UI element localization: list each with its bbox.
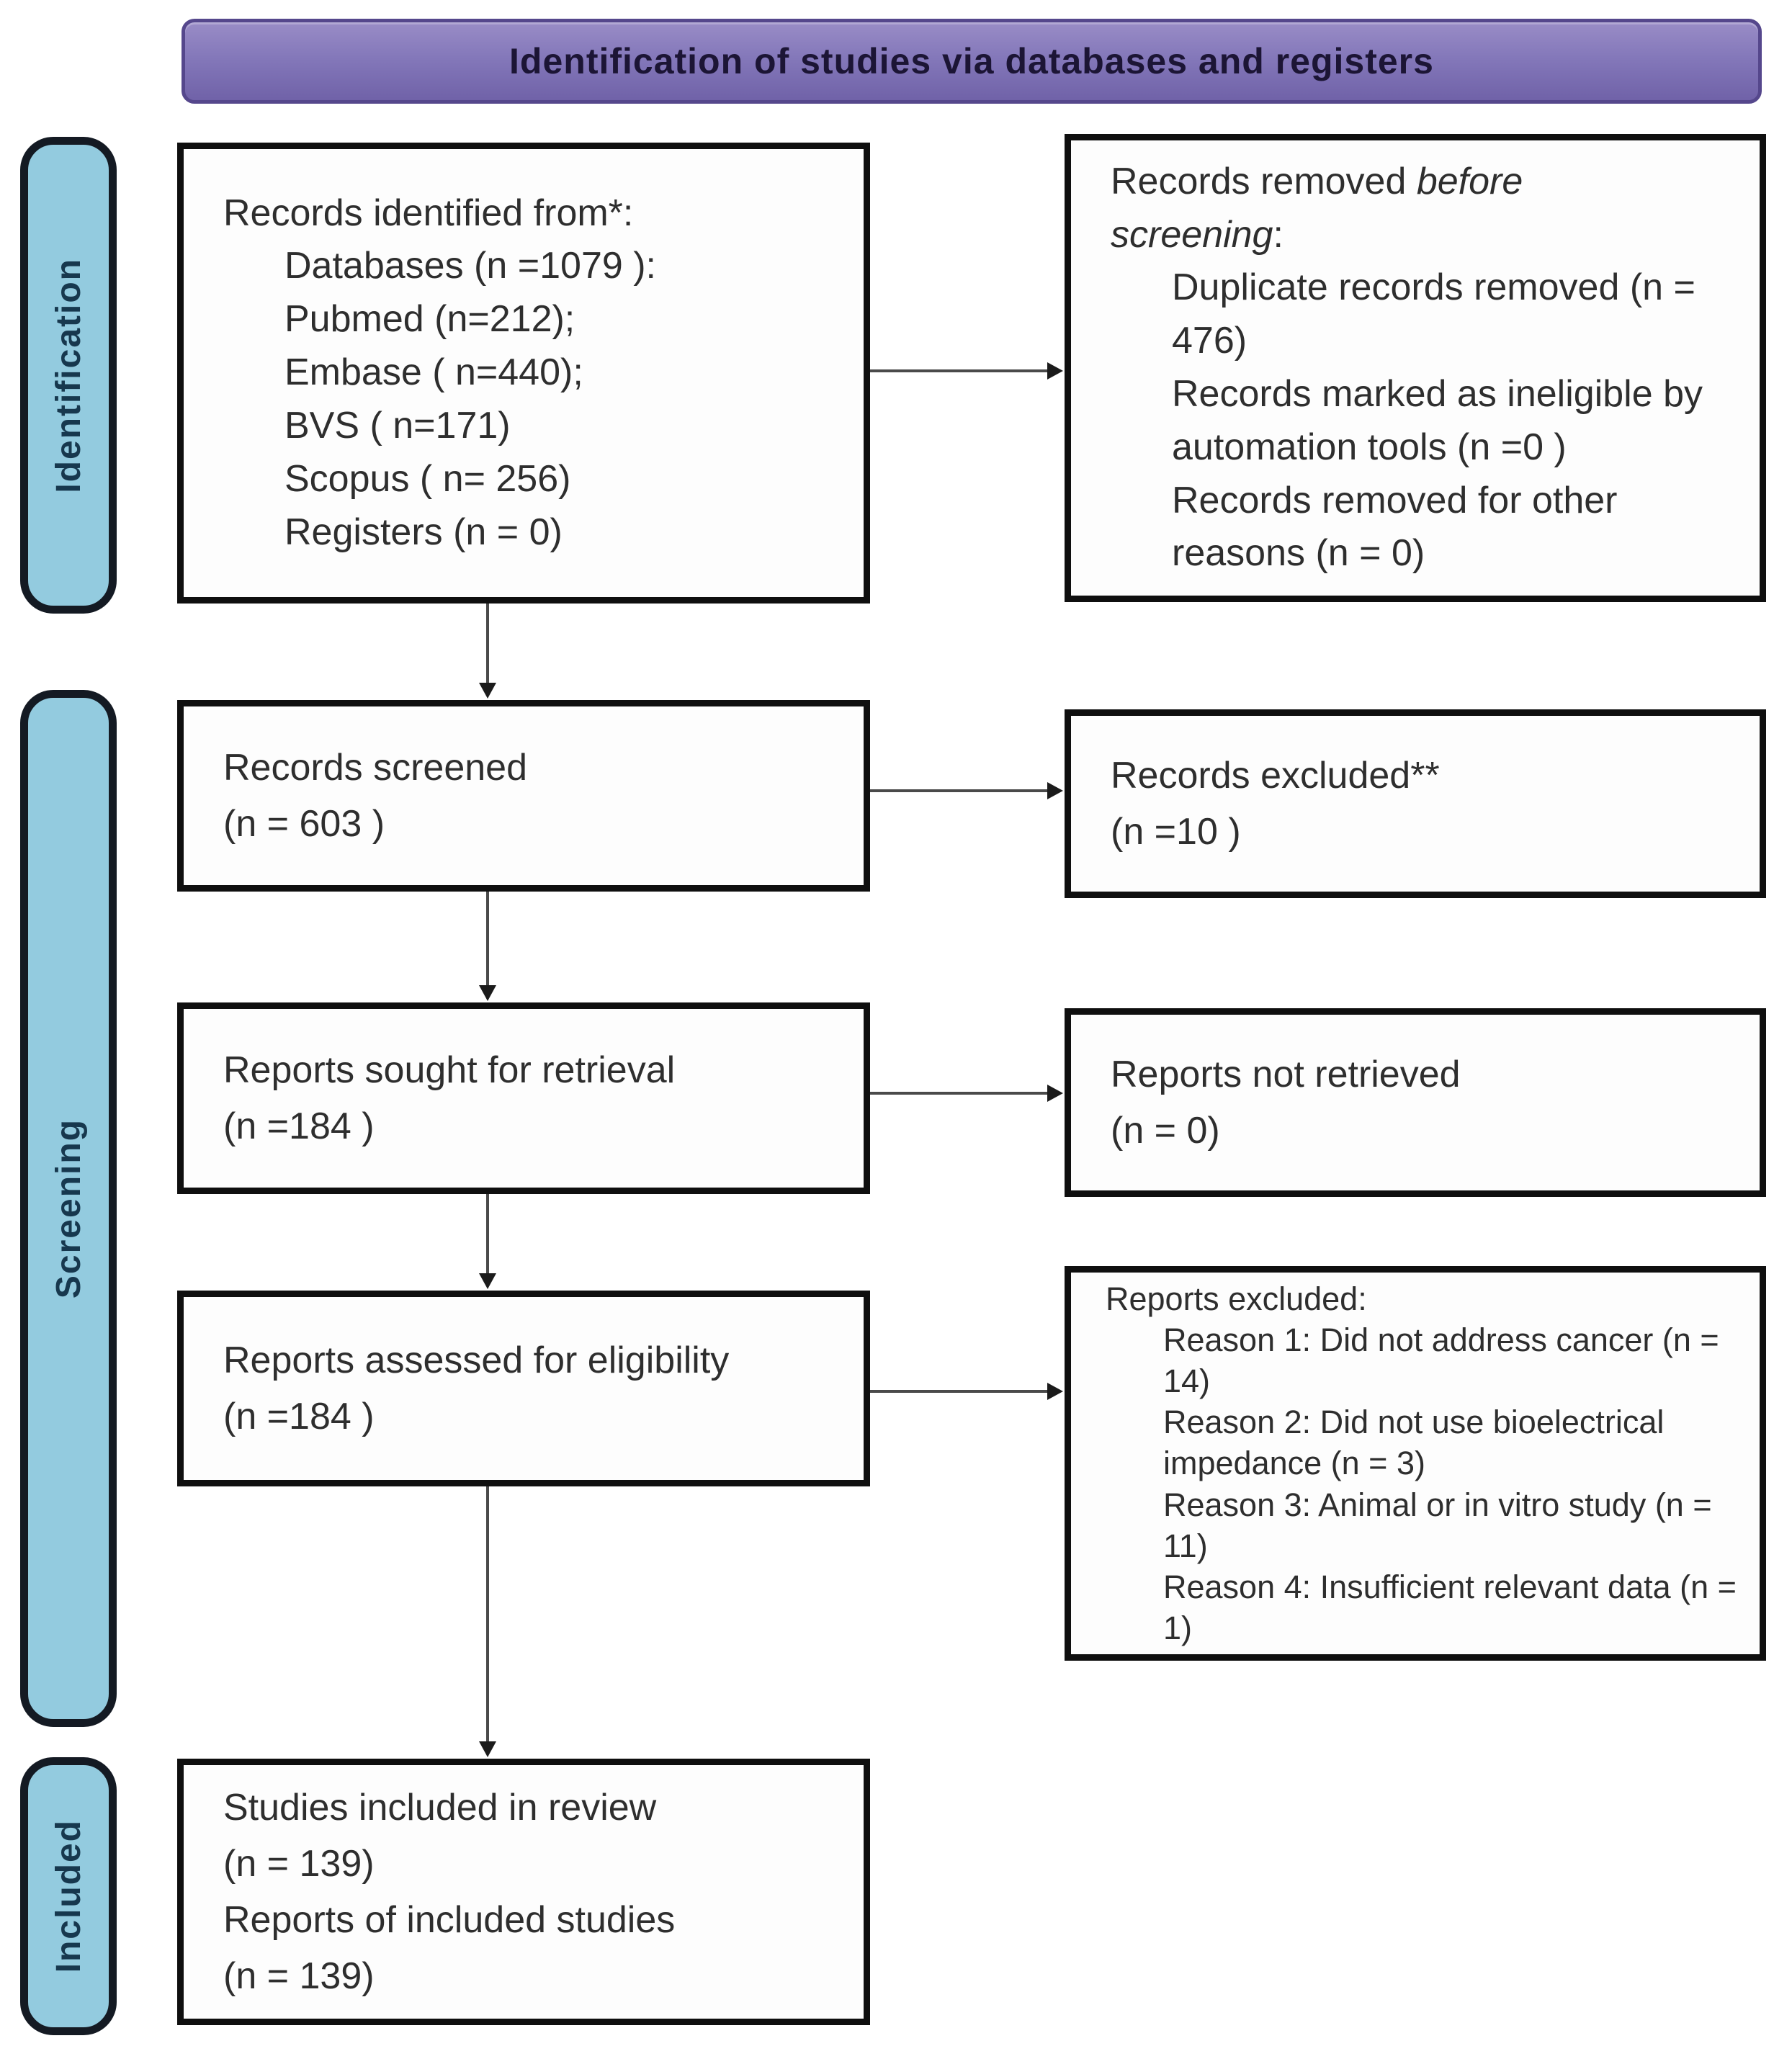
- box-count2: (n = 139): [223, 1955, 375, 1997]
- stage-label-screening-text: Screening: [49, 1118, 88, 1299]
- banner-title-text: Identification of studies via databases …: [509, 41, 1434, 81]
- arrow-sought-to-assessed: [486, 1194, 489, 1275]
- list-item: Scopus ( n= 256): [285, 457, 571, 500]
- box-title-line1: Records removed before: [1111, 160, 1523, 202]
- arrow-identified-to-removed: [870, 369, 1049, 372]
- box-studies-included: Studies included in review (n = 139) Rep…: [177, 1759, 870, 2025]
- box-count: (n = 603 ): [223, 803, 385, 845]
- list-item: Reason 2: Did not use bioelectrical impe…: [1163, 1404, 1665, 1482]
- box-records-excluded: Records excluded** (n =10 ): [1065, 709, 1766, 898]
- box-title: Reports excluded:: [1106, 1280, 1367, 1317]
- list-item: Reason 1: Did not address cancer (n = 14…: [1163, 1322, 1719, 1400]
- box-title: Reports sought for retrieval: [223, 1049, 676, 1091]
- list-item: Pubmed (n=212);: [285, 298, 575, 341]
- list-item: Reason 3: Animal or in vitro study (n = …: [1163, 1486, 1712, 1564]
- box-reports-not-retrieved: Reports not retrieved (n = 0): [1065, 1008, 1766, 1197]
- box-count: (n = 139): [223, 1843, 375, 1885]
- list-item: Records marked as ineligible by automati…: [1172, 373, 1703, 468]
- box-count: (n =10 ): [1111, 811, 1241, 853]
- box-count: (n =184 ): [223, 1105, 375, 1147]
- box-title: Records screened: [223, 747, 527, 789]
- box-title: Records excluded**: [1111, 755, 1440, 797]
- list-item: Databases (n =1079 ):: [285, 245, 656, 287]
- list-item: Embase ( n=440);: [285, 351, 583, 394]
- box-reports-excluded: Reports excluded: Reason 1: Did not addr…: [1065, 1266, 1766, 1661]
- box-title: Reports assessed for eligibility: [223, 1340, 730, 1381]
- stage-label-identification-text: Identification: [49, 257, 88, 493]
- stage-label-identification: Identification: [20, 137, 117, 614]
- arrow-sought-to-not-retrieved: [870, 1092, 1049, 1095]
- box-title2: Reports of included studies: [223, 1899, 676, 1941]
- arrow-screened-to-excluded: [870, 789, 1049, 792]
- arrow-screened-to-sought: [486, 892, 489, 987]
- box-reports-sought: Reports sought for retrieval (n =184 ): [177, 1002, 870, 1194]
- banner-title: Identification of studies via databases …: [182, 19, 1762, 104]
- stage-label-included: Included: [20, 1757, 117, 2035]
- list-item: Reason 4: Insufficient relevant data (n …: [1163, 1568, 1737, 1646]
- list-item: BVS ( n=171): [285, 404, 511, 447]
- arrow-assessed-to-reports-excluded: [870, 1390, 1049, 1393]
- stage-label-included-text: Included: [49, 1819, 88, 1973]
- box-title: Reports not retrieved: [1111, 1054, 1461, 1095]
- arrow-assessed-to-included: [486, 1486, 489, 1743]
- box-count: (n = 0): [1111, 1110, 1220, 1152]
- box-records-identified: Records identified from*: Databases (n =…: [177, 143, 870, 604]
- stage-label-screening: Screening: [20, 690, 117, 1727]
- box-count: (n =184 ): [223, 1396, 375, 1437]
- box-title-line2: screening:: [1111, 213, 1283, 256]
- list-item: Registers (n = 0): [285, 511, 563, 553]
- list-item: Records removed for other reasons (n = 0…: [1172, 479, 1618, 575]
- box-title: Records identified from*:: [223, 192, 634, 234]
- box-records-removed-before-screening: Records removed before screening: Duplic…: [1065, 134, 1766, 602]
- arrow-identified-to-screened: [486, 604, 489, 684]
- box-records-screened: Records screened (n = 603 ): [177, 700, 870, 892]
- box-title: Studies included in review: [223, 1787, 657, 1829]
- box-reports-assessed: Reports assessed for eligibility (n =184…: [177, 1291, 870, 1486]
- list-item: Duplicate records removed (n = 476): [1172, 266, 1695, 362]
